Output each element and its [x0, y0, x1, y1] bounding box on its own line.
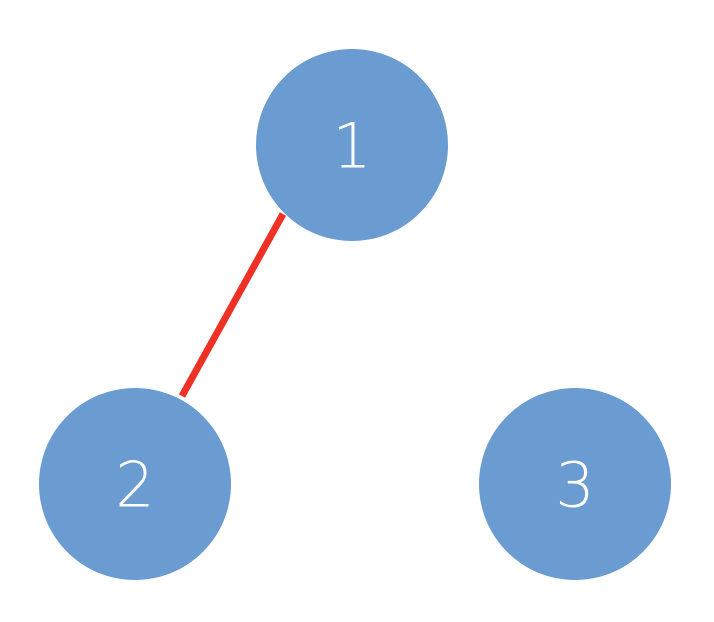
- graph-node-1[interactable]: 1: [256, 49, 448, 241]
- edges-layer: [178, 212, 287, 398]
- graph-node-3[interactable]: 3: [479, 388, 671, 580]
- node-circle-3[interactable]: [479, 388, 671, 580]
- node-label-1: 1: [332, 110, 371, 183]
- nodes-layer: 1 2 3: [39, 49, 671, 580]
- graph-node-2[interactable]: 2: [39, 388, 231, 580]
- node-label-2: 2: [115, 449, 154, 522]
- node-circle-2[interactable]: [39, 388, 231, 580]
- node-label-3: 3: [555, 449, 594, 522]
- node-circle-1[interactable]: [256, 49, 448, 241]
- graph-edge-1-2[interactable]: [178, 212, 287, 398]
